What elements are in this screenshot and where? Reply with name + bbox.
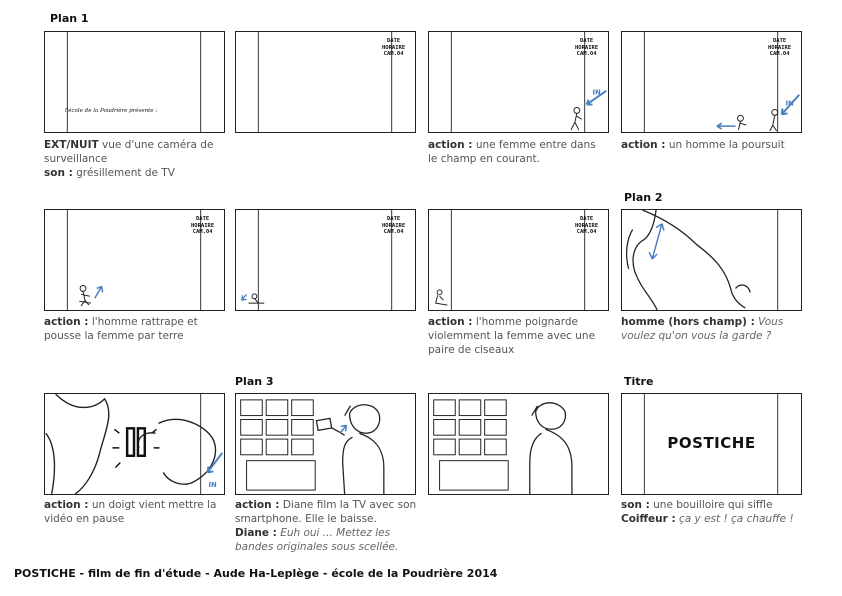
storyboard-panel-8 xyxy=(621,209,802,311)
finger-pause-drawing xyxy=(45,394,217,494)
struggle-figures xyxy=(79,285,91,307)
tv-monitors-wall xyxy=(240,399,316,491)
storyboard-panel-1: l'école de la Poudrière présente : xyxy=(44,31,225,133)
storyboard-panel-9: IN xyxy=(44,393,225,495)
footer-credits: POSTICHE - film de fin d'étude - Aude Ha… xyxy=(14,567,498,580)
plan-3-label: Plan 3 xyxy=(235,375,274,388)
pause-bar-left xyxy=(125,427,136,457)
stabbing-figures xyxy=(435,289,448,306)
fallen-figures xyxy=(248,293,265,304)
storyboard-panel-12: POSTICHE xyxy=(621,393,802,495)
tv-monitors-wall xyxy=(433,399,509,491)
man-figure xyxy=(769,108,779,132)
panel-11-drawing xyxy=(433,399,573,494)
panel-4-drawing: IN xyxy=(643,32,800,132)
caption-panel-7: action : l'homme poignarde violemment la… xyxy=(428,316,596,356)
svg-text:IN: IN xyxy=(209,481,218,489)
caption-panel-10: action : Diane film la TV avec son smart… xyxy=(235,499,417,553)
caption-panel-3: action : une femme entre dans le champ e… xyxy=(428,139,596,165)
plan-1-label: Plan 1 xyxy=(50,12,89,25)
panel-12-drawing xyxy=(643,394,779,494)
panel-6-drawing xyxy=(241,210,393,310)
panel-5-drawing xyxy=(66,210,202,310)
svg-text:IN: IN xyxy=(593,89,602,97)
title-label: Titre xyxy=(624,375,654,388)
panel-3-drawing: IN xyxy=(450,32,607,132)
intro-text: l'école de la Poudrière présente : xyxy=(65,108,158,114)
panel-10-drawing xyxy=(240,399,385,494)
panel-8-drawing xyxy=(625,210,779,310)
caption-panel-12: son : une bouilloire qui siffle Coiffeur… xyxy=(621,499,794,525)
pause-bar-right xyxy=(136,427,147,457)
caption-panel-4: action : un homme la poursuit xyxy=(621,139,785,151)
storyboard-panel-11 xyxy=(428,393,609,495)
plan-2-label: Plan 2 xyxy=(624,191,663,204)
svg-text:IN: IN xyxy=(786,100,795,108)
panel-2-drawing xyxy=(257,32,393,132)
title-card-text: POSTICHE xyxy=(667,434,756,452)
diane-with-phone xyxy=(315,405,385,494)
panel-1-drawing xyxy=(66,32,202,132)
caption-panel-9: action : un doigt vient mettre la vidéo … xyxy=(44,499,217,525)
caption-panel-8: homme (hors champ) : Vous voulez qu'on v… xyxy=(621,316,784,342)
diane-back-figure xyxy=(529,402,573,494)
caption-panel-5: action : l'homme rattrape et pousse la f… xyxy=(44,316,198,342)
storyboard-panel-10 xyxy=(235,393,416,495)
running-woman-figure xyxy=(570,106,582,131)
man-closeup-figure xyxy=(625,210,751,310)
panel-9-drawing: IN xyxy=(45,394,224,494)
panel-7-drawing xyxy=(435,210,586,310)
caption-panel-1: EXT/NUIT vue d'une caméra de surveillanc… xyxy=(44,139,214,179)
woman-figure xyxy=(736,114,747,131)
